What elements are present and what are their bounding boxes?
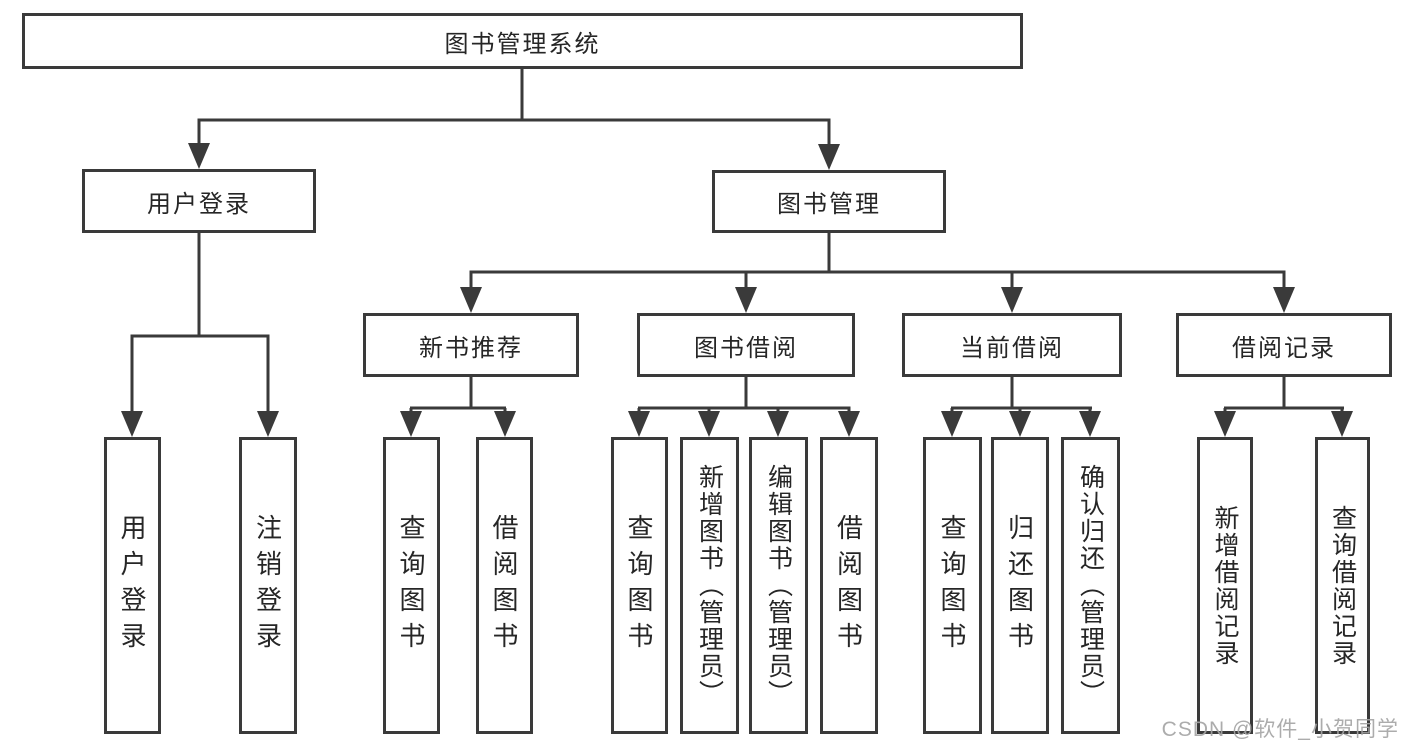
- node-label: 查询图书: [937, 513, 967, 658]
- arrowhead: [494, 411, 516, 437]
- connector-new-book-recommend-to-leaves: [400, 377, 516, 437]
- node-label: 查询图书: [624, 513, 654, 658]
- node-label: 用户登录: [147, 190, 251, 218]
- leaf-add-book-admin: 新增图书（管理员）: [680, 437, 739, 734]
- leaf-borrow-books-recommend: 借阅图书: [476, 437, 533, 734]
- leaf-query-books-recommend: 查询图书: [383, 437, 440, 734]
- arrowhead: [628, 411, 650, 437]
- node-library-management-system: 图书管理系统: [22, 13, 1023, 69]
- arrowhead: [400, 411, 422, 437]
- csdn-watermark: CSDN @软件_小贺同学: [1161, 718, 1399, 741]
- connector-current-borrowing-to-leaves: [941, 377, 1101, 437]
- node-label: 图书管理系统: [444, 30, 601, 58]
- connector-root-to-level2: [188, 68, 840, 170]
- arrowhead: [941, 411, 963, 437]
- arrowhead: [1009, 411, 1031, 437]
- node-label: 借阅图书: [489, 513, 519, 658]
- node-label: 图书管理: [777, 191, 881, 218]
- leaf-query-books-current: 查询图书: [923, 437, 982, 734]
- connector-borrow-records-to-leaves: [1214, 377, 1353, 437]
- arrowhead: [121, 411, 143, 437]
- node-current-borrowing: 当前借阅: [902, 313, 1122, 377]
- arrowhead: [767, 411, 789, 437]
- leaf-confirm-return-admin: 确认归还（管理员）: [1061, 437, 1120, 734]
- arrowhead: [1214, 411, 1236, 437]
- node-label: 归还图书: [1004, 513, 1035, 658]
- node-label: 新书推荐: [419, 334, 523, 362]
- leaf-edit-book-admin: 编辑图书（管理员）: [749, 437, 808, 734]
- node-label: 借阅记录: [1232, 334, 1336, 362]
- node-label: 借阅图书: [833, 513, 864, 658]
- node-label: 确认归还（管理员）: [1076, 464, 1105, 707]
- node-label: 查询借阅记录: [1328, 504, 1357, 667]
- arrowhead: [1331, 411, 1353, 437]
- node-user-login: 用户登录: [82, 169, 316, 233]
- node-book-borrowing: 图书借阅: [637, 313, 855, 377]
- leaf-query-books-borrowing: 查询图书: [611, 437, 668, 734]
- leaf-borrow-books: 借阅图书: [820, 437, 878, 734]
- node-label: 用户登录: [117, 513, 147, 658]
- node-book-management: 图书管理: [712, 170, 946, 233]
- leaf-add-borrow-record: 新增借阅记录: [1197, 437, 1253, 734]
- node-new-book-recommend: 新书推荐: [363, 313, 579, 377]
- arrowhead: [460, 287, 482, 313]
- arrowhead: [698, 411, 720, 437]
- arrowhead: [1273, 287, 1295, 313]
- leaf-user-login: 用户登录: [104, 437, 161, 734]
- arrowhead: [735, 287, 757, 313]
- arrowhead: [1001, 287, 1023, 313]
- connector-user-login-to-leaves: [121, 233, 279, 437]
- leaf-return-books: 归还图书: [991, 437, 1049, 734]
- leaf-logout: 注销登录: [239, 437, 297, 734]
- node-label: 查询图书: [396, 513, 426, 658]
- node-label: 编辑图书（管理员）: [764, 464, 793, 707]
- connector-book-borrowing-to-leaves: [628, 377, 860, 437]
- leaf-query-borrow-record: 查询借阅记录: [1315, 437, 1370, 734]
- node-label: 新增借阅记录: [1211, 504, 1239, 667]
- connector-book-management-to-level3: [460, 233, 1295, 313]
- node-label: 注销登录: [252, 513, 283, 658]
- node-label: 当前借阅: [960, 334, 1064, 362]
- arrowhead: [257, 411, 279, 437]
- node-borrow-records: 借阅记录: [1176, 313, 1392, 377]
- arrowhead: [1079, 411, 1101, 437]
- arrowhead: [838, 411, 860, 437]
- arrowhead: [818, 144, 840, 170]
- node-label: 新增图书（管理员）: [695, 464, 724, 707]
- arrowhead: [188, 143, 210, 169]
- node-label: 图书借阅: [694, 334, 798, 362]
